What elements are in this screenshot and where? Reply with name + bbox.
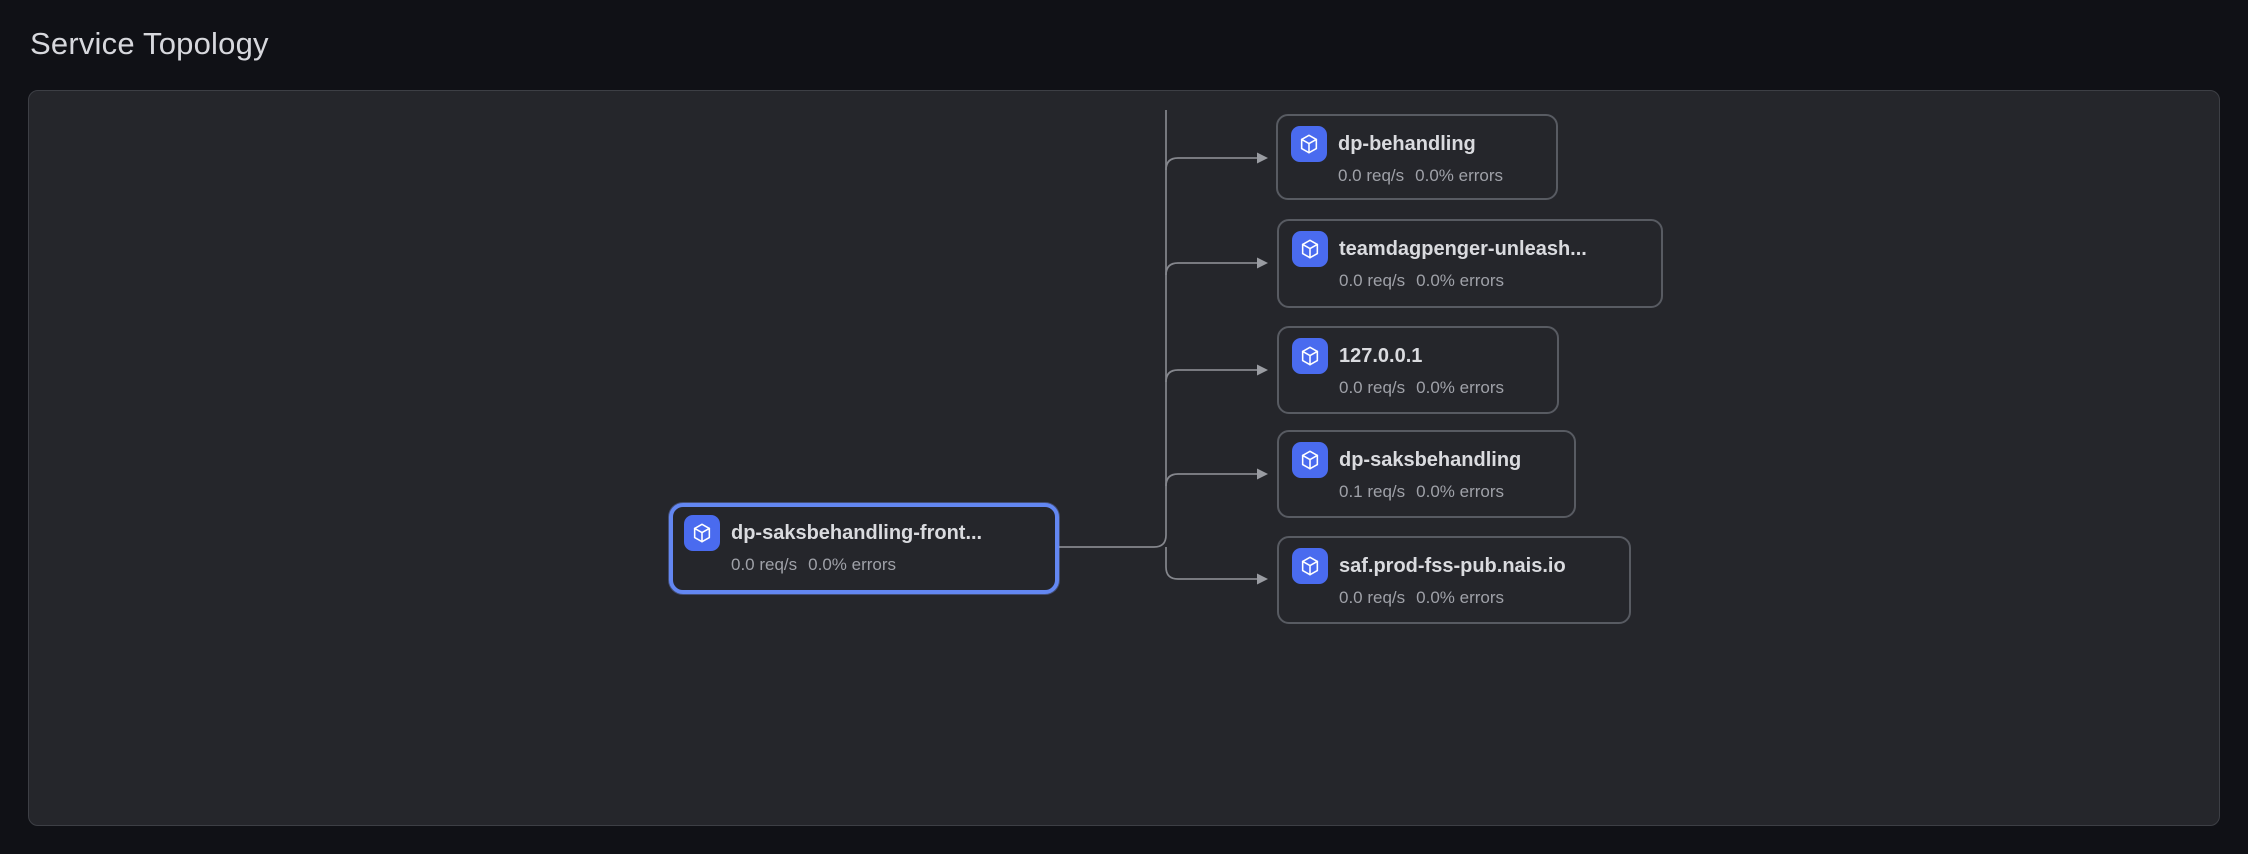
node-title: dp-behandling bbox=[1338, 133, 1476, 155]
error-rate: 0.0% errors bbox=[1415, 166, 1504, 185]
error-rate: 0.0% errors bbox=[1416, 271, 1505, 290]
request-rate: 0.0 req/s bbox=[1338, 166, 1405, 185]
node-stats: 0.0 req/s 0.0% errors bbox=[731, 552, 982, 577]
node-stats: 0.0 req/s 0.0% errors bbox=[1339, 268, 1587, 293]
edge-trunk bbox=[1059, 110, 1167, 548]
node-title: teamdagpenger-unleash... bbox=[1339, 238, 1587, 260]
error-rate: 0.0% errors bbox=[808, 555, 897, 574]
topology-edges bbox=[1059, 110, 1268, 585]
cube-icon bbox=[1292, 231, 1328, 267]
arrowhead-icon bbox=[1257, 364, 1268, 376]
cube-icon bbox=[1292, 338, 1328, 374]
arrowhead-icon bbox=[1257, 152, 1268, 164]
request-rate: 0.0 req/s bbox=[1339, 588, 1406, 607]
node-title: saf.prod-fss-pub.nais.io bbox=[1339, 555, 1566, 577]
arrowhead-icon bbox=[1257, 468, 1268, 480]
request-rate: 0.1 req/s bbox=[1339, 482, 1406, 501]
node-dp-behandling[interactable]: dp-behandling 0.0 req/s 0.0% errors bbox=[1276, 114, 1558, 200]
cube-icon bbox=[1292, 442, 1328, 478]
edge-branch-127-0-0-1 bbox=[1165, 369, 1258, 383]
node-127-0-0-1[interactable]: 127.0.0.1 0.0 req/s 0.0% errors bbox=[1277, 326, 1559, 414]
error-rate: 0.0% errors bbox=[1416, 588, 1505, 607]
node-dp-saksbehandling-frontend[interactable]: dp-saksbehandling-front... 0.0 req/s 0.0… bbox=[669, 503, 1059, 594]
node-title: dp-saksbehandling-front... bbox=[731, 522, 983, 544]
cube-icon bbox=[1292, 548, 1328, 584]
node-dp-saksbehandling[interactable]: dp-saksbehandling 0.1 req/s 0.0% errors bbox=[1277, 430, 1576, 518]
cube-icon bbox=[1291, 126, 1327, 162]
node-stats: 0.0 req/s 0.0% errors bbox=[1339, 375, 1504, 400]
request-rate: 0.0 req/s bbox=[731, 555, 798, 574]
node-stats: 0.0 req/s 0.0% errors bbox=[1339, 585, 1566, 610]
edge-branch-dp-saksbehandling bbox=[1165, 473, 1258, 487]
edge-branch-saf-prod-fss-pub-nais-io bbox=[1165, 547, 1258, 580]
request-rate: 0.0 req/s bbox=[1339, 378, 1406, 397]
edge-branch-dp-behandling bbox=[1165, 157, 1258, 171]
edge-branch-teamdagpenger-unleash bbox=[1165, 262, 1258, 276]
error-rate: 0.0% errors bbox=[1416, 378, 1505, 397]
page-title: Service Topology bbox=[30, 26, 269, 61]
error-rate: 0.0% errors bbox=[1416, 482, 1505, 501]
arrowhead-icon bbox=[1257, 257, 1268, 269]
node-saf-prod-fss-pub-nais-io[interactable]: saf.prod-fss-pub.nais.io 0.0 req/s 0.0% … bbox=[1277, 536, 1631, 624]
node-title: dp-saksbehandling bbox=[1339, 449, 1522, 471]
node-stats: 0.1 req/s 0.0% errors bbox=[1339, 479, 1521, 504]
request-rate: 0.0 req/s bbox=[1339, 271, 1406, 290]
arrowhead-icon bbox=[1257, 573, 1268, 585]
cube-icon bbox=[684, 515, 720, 551]
topology-panel: dp-saksbehandling-front... 0.0 req/s 0.0… bbox=[28, 90, 2220, 826]
node-title: 127.0.0.1 bbox=[1339, 345, 1423, 367]
node-stats: 0.0 req/s 0.0% errors bbox=[1338, 163, 1503, 188]
node-teamdagpenger-unleash[interactable]: teamdagpenger-unleash... 0.0 req/s 0.0% … bbox=[1277, 219, 1663, 308]
